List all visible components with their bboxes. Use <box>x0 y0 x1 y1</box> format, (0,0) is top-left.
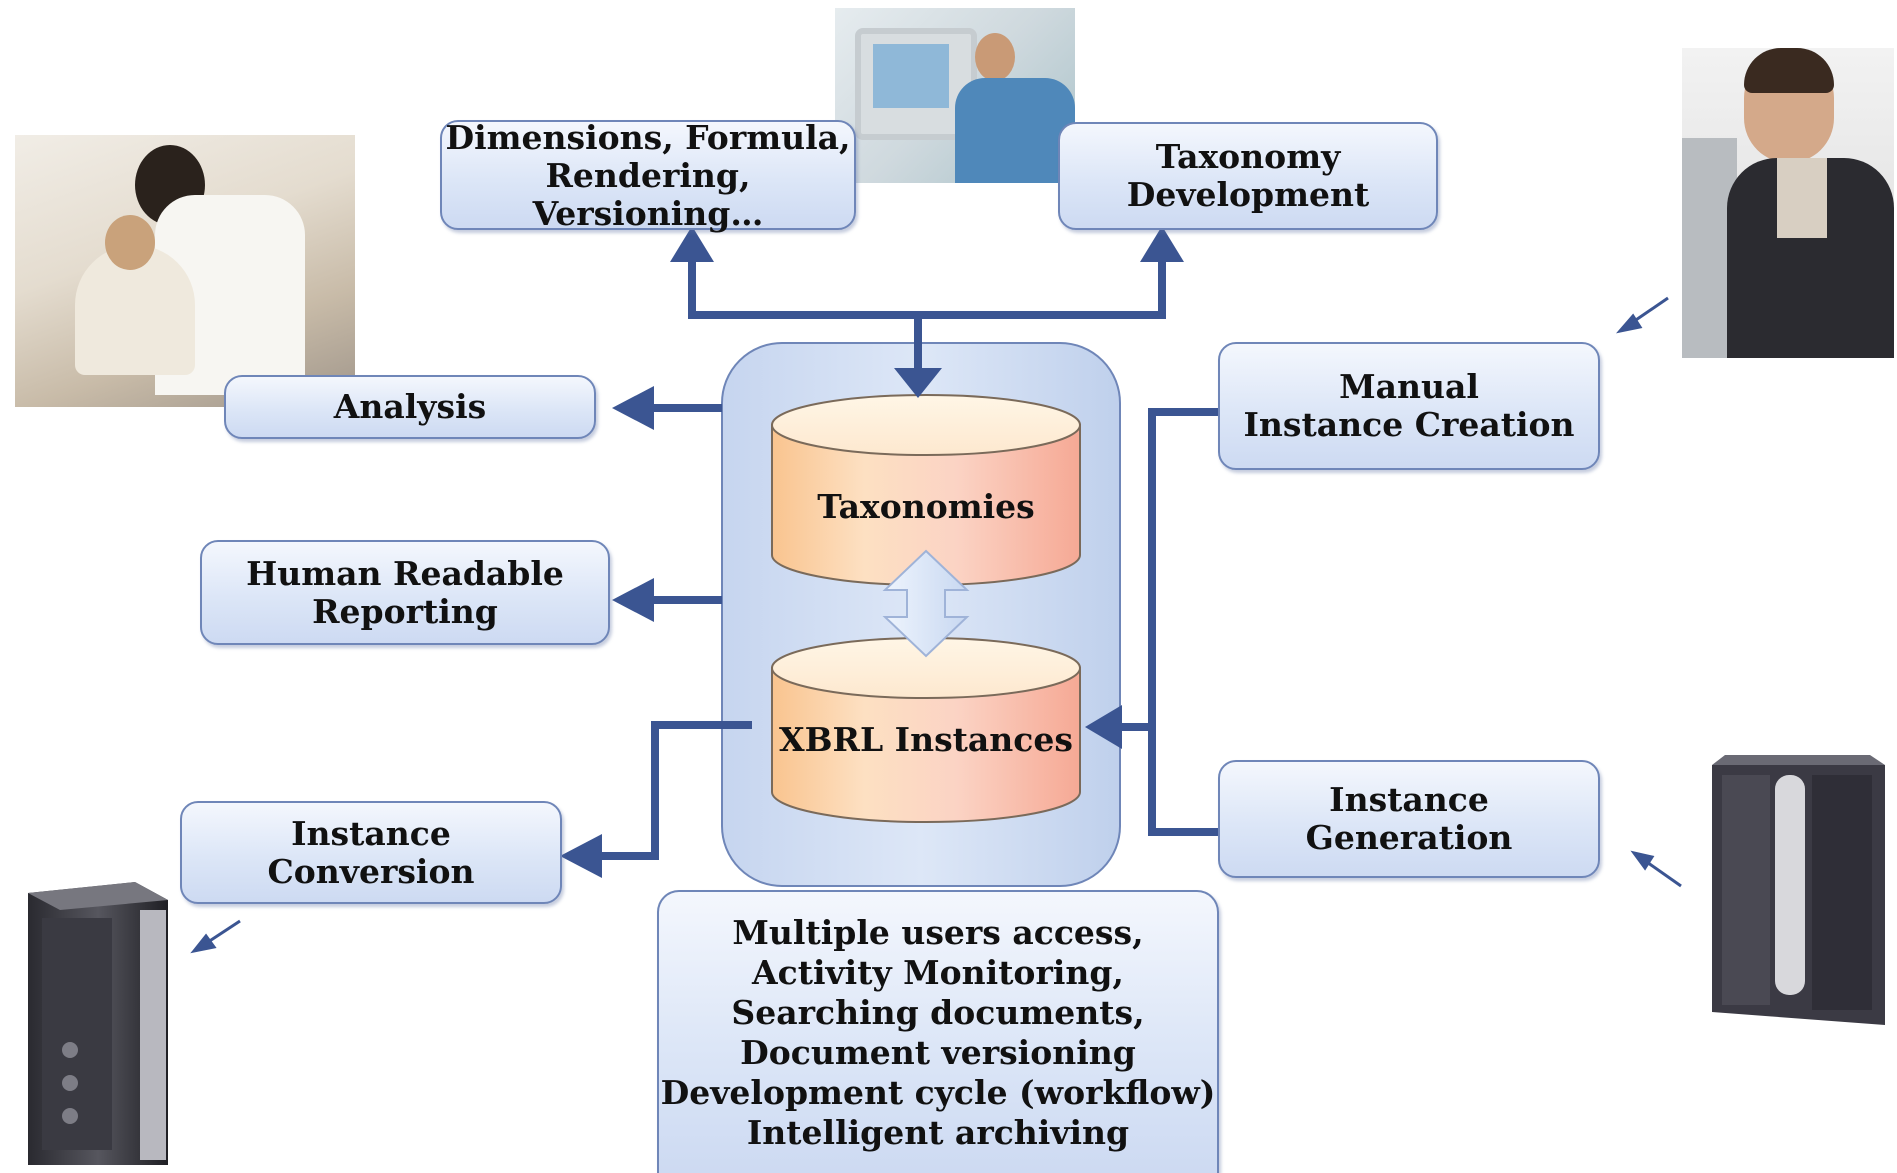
input-arrowhead <box>1085 705 1122 749</box>
input-connector-lines <box>1120 408 1220 836</box>
output-arrowheads <box>560 386 654 878</box>
server-tower-right <box>1712 755 1885 1025</box>
arrowheads <box>670 226 1184 398</box>
manual-instance-creation-box[interactable]: Manual Instance Creation <box>1218 342 1600 470</box>
human-readable-reporting-box[interactable]: Human Readable Reporting <box>200 540 610 645</box>
dimensions-formula-box[interactable]: Dimensions, Formula, Rendering, Versioni… <box>440 119 856 233</box>
output-connector-lines <box>600 404 752 860</box>
xbrl-instances-label: XBRL Instances <box>779 720 1073 759</box>
taxonomy-development-box[interactable]: Taxonomy Development <box>1058 122 1438 230</box>
taxonomies-label: Taxonomies <box>817 487 1035 526</box>
thinking-man-photo <box>1682 48 1894 358</box>
sync-double-arrow <box>882 549 970 658</box>
server-tower-left <box>28 882 168 1165</box>
top-connector-arrows <box>688 258 1166 375</box>
small-pointer-arrows <box>190 296 1682 954</box>
repository-features-box[interactable]: Multiple users access, Activity Monitori… <box>657 890 1219 1173</box>
computer-user-photo <box>835 8 1075 183</box>
business-people-photo <box>15 135 355 407</box>
instance-conversion-box[interactable]: Instance Conversion <box>180 801 562 904</box>
instance-generation-box[interactable]: Instance Generation <box>1218 760 1600 878</box>
analysis-box[interactable]: Analysis <box>224 375 596 439</box>
